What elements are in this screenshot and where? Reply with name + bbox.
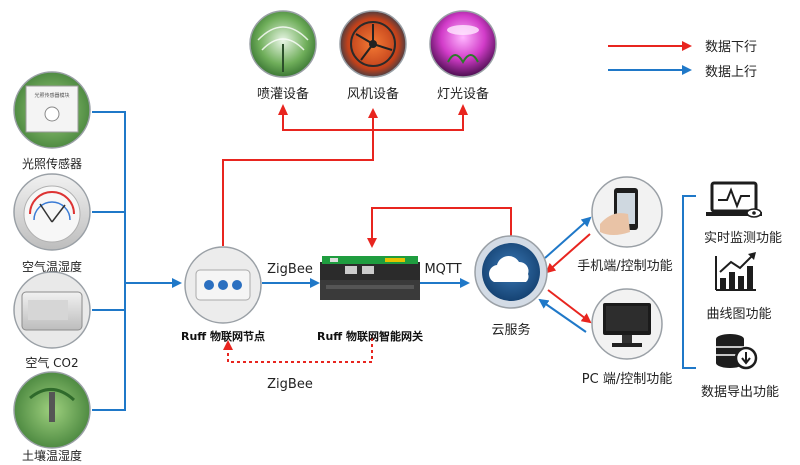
soil-label: 土壤温湿度 — [22, 448, 82, 463]
gateway-label: Ruff 物联网智能网关 — [317, 329, 423, 343]
light-sensor-device-text: 光照传感器模块 — [34, 92, 69, 99]
iot-node: Ruff 物联网节点 — [181, 246, 265, 343]
sensor-co2: 空气 CO2 — [13, 271, 91, 370]
node-to-actuators-line — [222, 108, 378, 246]
smartphone-icon — [600, 188, 638, 235]
curve-chart-label: 曲线图功能 — [706, 307, 771, 322]
data-export-label: 数据导出功能 — [701, 385, 779, 400]
cloud-to-pc-arrow — [547, 289, 592, 324]
actuator-light: 灯光设备 — [429, 10, 497, 102]
pc-monitor-icon — [603, 303, 651, 347]
branch-arrow-right — [458, 104, 468, 115]
pc-client-label: PC 端/控制功能 — [582, 372, 672, 387]
zigbee-top-label: ZigBee — [267, 262, 313, 277]
legend-downlink-label: 数据下行 — [705, 40, 757, 55]
fan-label: 风机设备 — [347, 86, 399, 102]
gateway: Ruff 物联网智能网关 — [317, 256, 423, 343]
gateway-to-node-dotted-line — [223, 338, 373, 363]
cloud-label: 云服务 — [491, 322, 530, 338]
air-temp-humidity-label: 空气温湿度 — [22, 259, 82, 274]
cloud-to-gateway-line — [367, 207, 512, 248]
grow-light-label: 灯光设备 — [437, 86, 489, 102]
phone-client-label: 手机端/控制功能 — [577, 259, 672, 274]
functions-bracket — [682, 195, 696, 369]
sensor-air-temp-humidity: 空气温湿度 — [13, 173, 91, 274]
branch-arrow-left — [278, 104, 288, 115]
sensor-light: 光照传感器模块 光照传感器 — [13, 71, 91, 171]
actuator-sprinkler: 喷灌设备 — [249, 10, 317, 102]
function-realtime-monitoring: 实时监测功能 — [704, 181, 782, 246]
client-phone: 手机端/控制功能 — [577, 176, 673, 274]
sensor-bus-line — [92, 111, 126, 411]
grow-light-icon — [429, 10, 497, 78]
legend: 数据下行 数据上行 — [608, 40, 757, 80]
phone-to-cloud-arrow — [545, 233, 591, 274]
legend-uplink-label: 数据上行 — [705, 65, 757, 80]
function-data-export: 数据导出功能 — [701, 334, 779, 400]
client-pc: PC 端/控制功能 — [582, 288, 672, 387]
co2-label: 空气 CO2 — [25, 355, 78, 370]
connections — [92, 104, 696, 411]
actuator-fan: 风机设备 — [339, 10, 407, 102]
iot-node-label: Ruff 物联网节点 — [181, 329, 265, 343]
bar-trend-icon — [715, 252, 756, 291]
mqtt-label: MQTT — [424, 262, 461, 277]
sensor-soil: 土壤温湿度 — [13, 371, 91, 463]
gateway-icon — [320, 256, 420, 300]
cloud-service: 云服务 — [474, 235, 548, 338]
function-curve-chart: 曲线图功能 — [706, 252, 772, 322]
pc-to-cloud-arrow — [538, 298, 587, 333]
sprinkler-label: 喷灌设备 — [257, 86, 309, 102]
realtime-monitoring-label: 实时监测功能 — [704, 231, 782, 246]
database-export-icon — [716, 334, 758, 370]
zigbee-bottom-label: ZigBee — [267, 377, 313, 392]
monitor-chart-icon — [706, 181, 762, 218]
light-sensor-label: 光照传感器 — [22, 156, 82, 171]
cloud-to-phone-arrow — [544, 216, 592, 259]
actuator-branch-line — [282, 110, 464, 131]
